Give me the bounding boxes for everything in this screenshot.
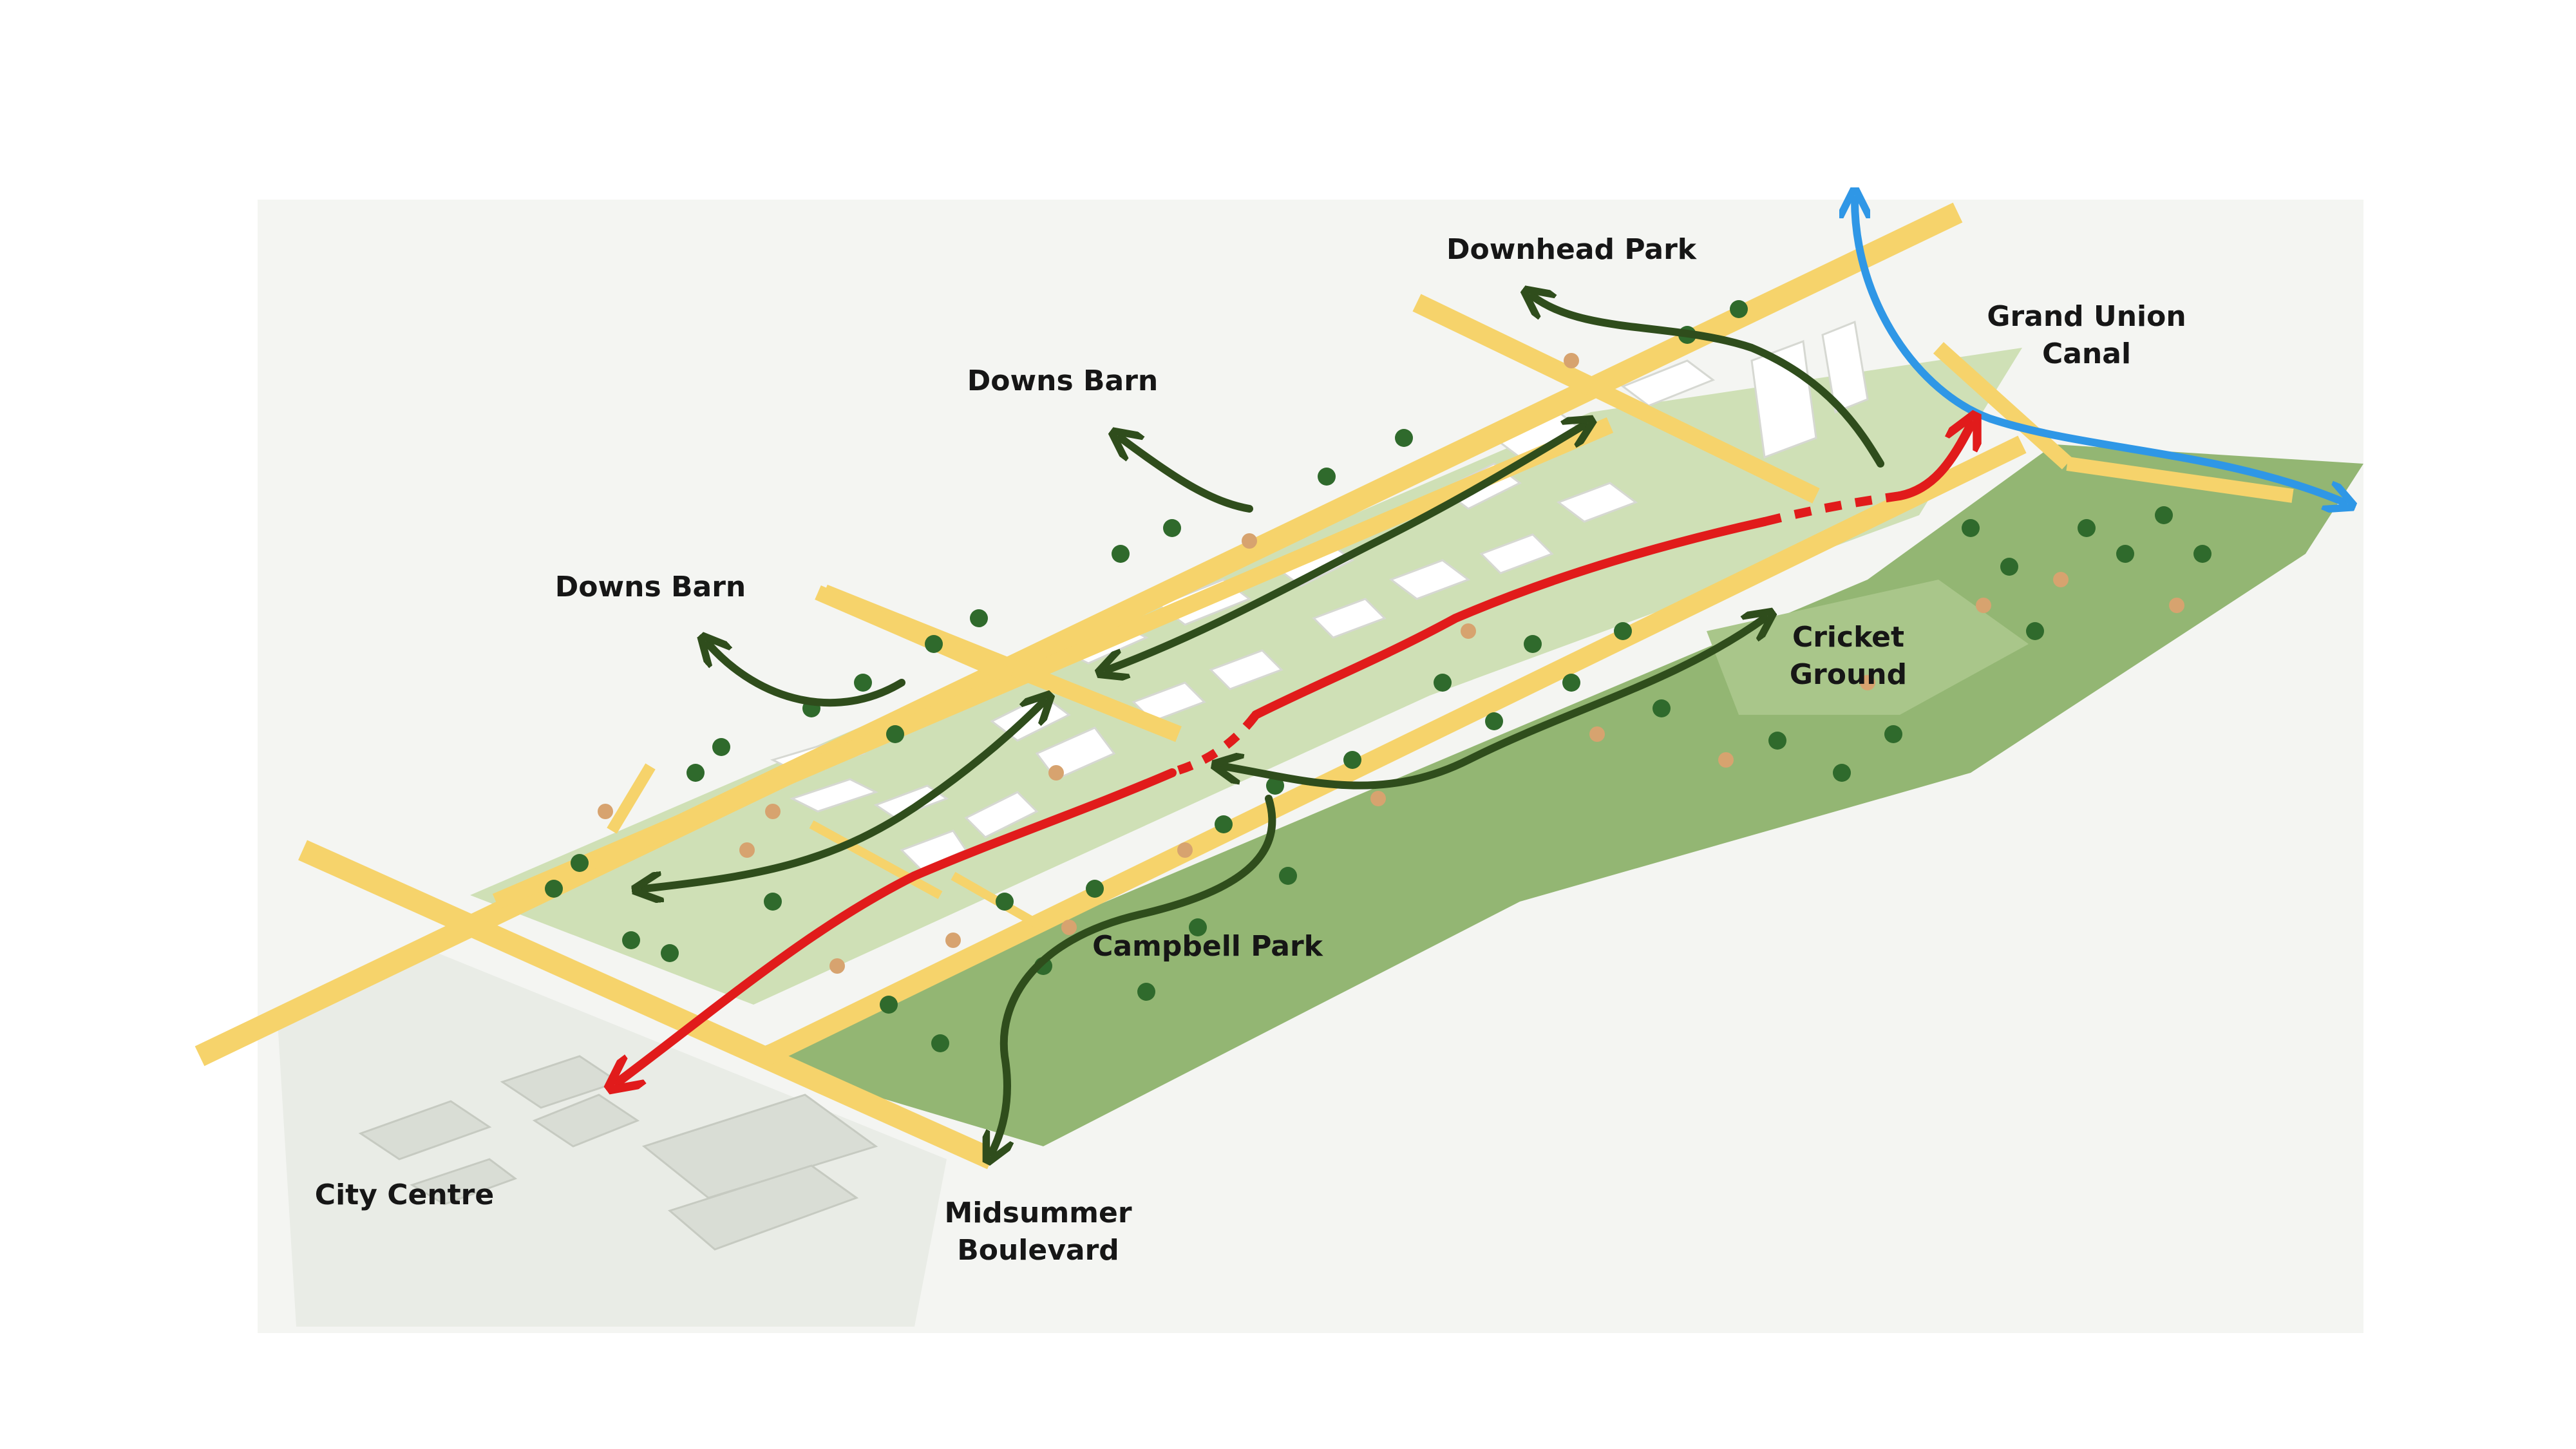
red-spine-arrow-end: [1895, 425, 1971, 500]
green-link-arrow: [1533, 296, 1884, 468]
city-centre-area: [277, 953, 947, 1327]
cricket-ground-area: [1707, 580, 2029, 715]
label-downhead-park: Downhead Park: [1446, 233, 1698, 266]
canal-arrow: [1855, 200, 2344, 502]
label-midsummer-boulevard-line2: Boulevard: [957, 1234, 1119, 1267]
red-spine-dash-upper: [1763, 491, 1900, 526]
label-campbell-park: Campbell Park: [1092, 930, 1324, 963]
place-labels: Downhead Park Grand Union Canal Downs Ba…: [315, 233, 2186, 1267]
green-link-arrow: [1224, 618, 1765, 790]
green-link-arrow: [1121, 438, 1253, 513]
city-centre-blocks: [358, 1055, 878, 1251]
label-grand-union-canal-line2: Canal: [2042, 337, 2131, 370]
label-cricket-ground-line1: Cricket: [1792, 621, 1904, 654]
label-downs-barn-north: Downs Barn: [967, 365, 1158, 397]
label-city-centre: City Centre: [315, 1179, 494, 1211]
label-cricket-ground-line2: Ground: [1790, 658, 1907, 691]
green-link-arrows: [644, 296, 1884, 1153]
label-downs-barn-west: Downs Barn: [555, 571, 746, 603]
green-link-arrow: [1108, 425, 1584, 670]
green-link-arrow: [708, 644, 905, 707]
green-link-arrow: [644, 702, 1043, 889]
label-grand-union-canal-line1: Grand Union: [1987, 300, 2186, 333]
label-midsummer-boulevard-line1: Midsummer: [944, 1197, 1132, 1229]
green-link-arrow: [992, 795, 1276, 1153]
